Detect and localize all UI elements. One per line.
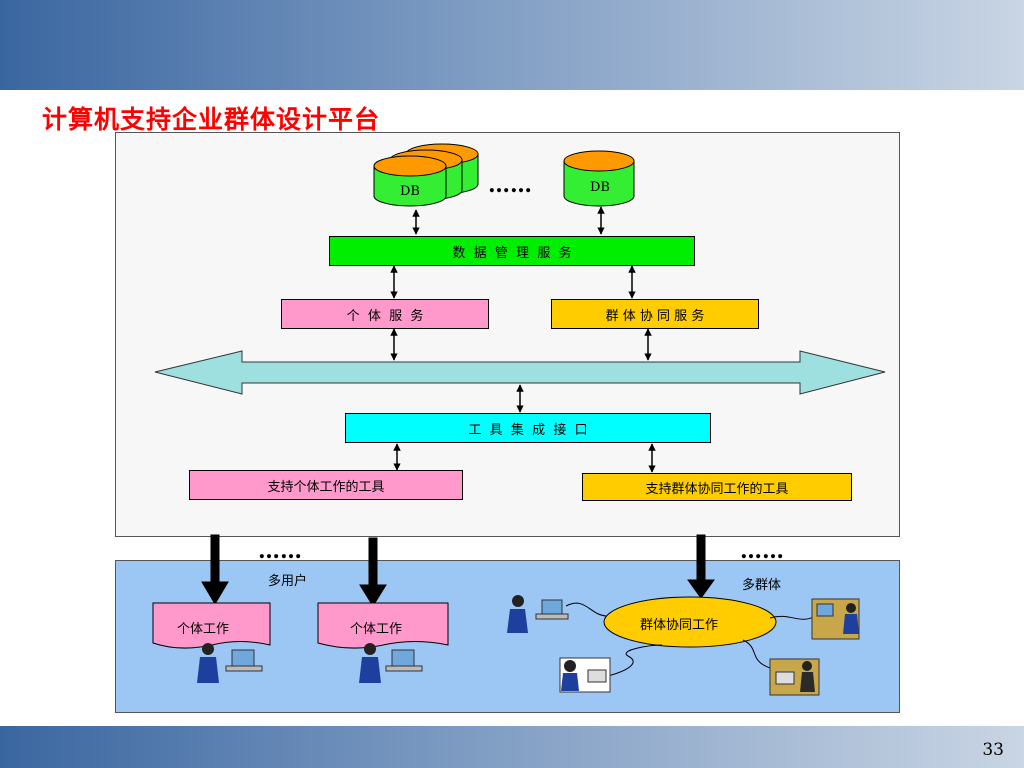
down-arrows xyxy=(201,534,715,607)
users-ellipsis: …… xyxy=(258,538,302,564)
individual-service: 个 体 服 务 xyxy=(281,299,489,329)
tool-integration-interface: 工 具 集 成 接 口 xyxy=(345,413,711,443)
group-work-label: 群体协同工作 xyxy=(640,618,719,633)
user-computer-icon xyxy=(769,658,820,696)
group-tools: 支持群体协同工作的工具 xyxy=(582,473,852,501)
platform-panel xyxy=(115,132,900,537)
multi-group-label: 多群体 xyxy=(742,578,782,593)
bus-double-arrow xyxy=(154,350,886,395)
db-ellipsis: …… xyxy=(488,172,532,198)
data-management-service: 数 据 管 理 服 务 xyxy=(329,236,695,266)
user-computer-icon xyxy=(197,643,263,683)
individual-work-label: 个体工作 xyxy=(177,622,230,637)
db-label: DB xyxy=(590,180,610,195)
user-computer-icon xyxy=(507,595,569,633)
page-title: 计算机支持企业群体设计平台 xyxy=(42,105,381,134)
network-links xyxy=(565,602,816,677)
database-icon xyxy=(563,150,635,207)
group-work-ellipse xyxy=(603,596,777,648)
document-shape xyxy=(317,602,449,649)
user-computer-icon xyxy=(811,598,860,640)
group-collaboration-service: 群 体 协 同 服 务 xyxy=(551,299,759,329)
footer-band xyxy=(0,726,1024,768)
connector-arrows xyxy=(390,206,656,473)
page-number: 33 xyxy=(982,740,1004,760)
db-label: DB xyxy=(400,184,420,199)
individual-tools: 支持个体工作的工具 xyxy=(189,470,463,500)
user-computer-icon xyxy=(359,643,423,683)
header-band xyxy=(0,0,1024,90)
user-computer-icon xyxy=(559,657,611,693)
groups-ellipsis: …… xyxy=(740,538,784,564)
database-stack-icon xyxy=(373,143,479,207)
multi-user-label: 多用户 xyxy=(268,574,308,589)
individual-work-label: 个体工作 xyxy=(350,622,403,637)
